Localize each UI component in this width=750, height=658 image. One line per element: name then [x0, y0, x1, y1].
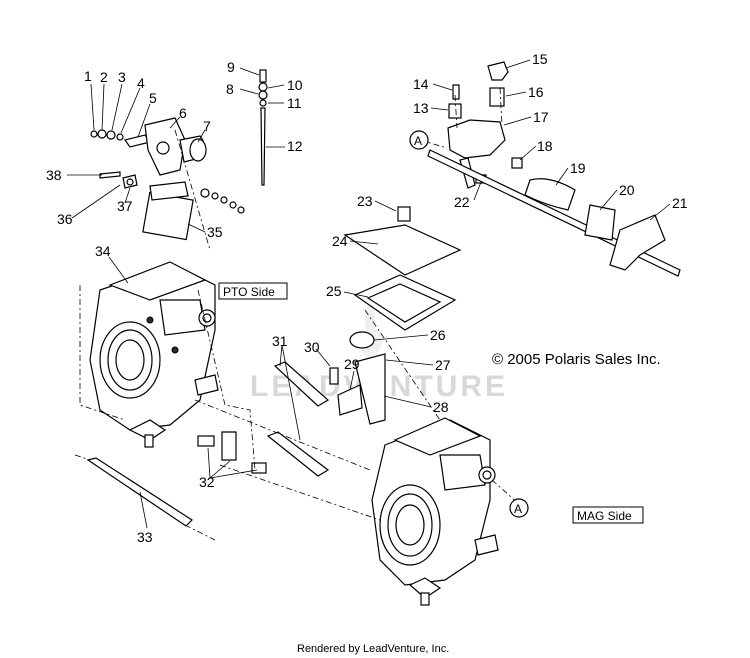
- fitting-tee: [197, 431, 267, 474]
- callout-3: 3: [118, 69, 126, 85]
- reference-marker-label: A: [414, 134, 422, 148]
- callout-35: 35: [207, 224, 223, 240]
- callout-38: 38: [46, 167, 62, 183]
- callout-30: 30: [304, 339, 320, 355]
- callout-28: 28: [433, 399, 449, 415]
- callout-24: 24: [332, 233, 348, 249]
- sync-rods: [266, 361, 330, 477]
- callout-6: 6: [179, 105, 187, 121]
- copyright-text: © 2005 Polaris Sales Inc.: [492, 351, 661, 368]
- callout-20: 20: [619, 182, 635, 198]
- callout-23: 23: [357, 193, 373, 209]
- callout-34: 34: [95, 243, 111, 259]
- callout-25: 25: [326, 283, 342, 299]
- callout-12: 12: [287, 138, 303, 154]
- callout-29: 29: [344, 356, 360, 372]
- reference-marker-label: A: [514, 502, 522, 516]
- callout-7: 7: [203, 118, 211, 134]
- callout-14: 14: [413, 76, 429, 92]
- callout-21: 21: [672, 195, 688, 211]
- callout-27: 27: [435, 357, 451, 373]
- pto-carburetor: [89, 261, 219, 448]
- callout-26: 26: [430, 327, 446, 343]
- callout-32: 32: [199, 474, 215, 490]
- svg-text:MAG Side: MAG Side: [577, 509, 632, 523]
- callout-33: 33: [137, 529, 153, 545]
- callout-11: 11: [287, 95, 302, 111]
- callout-15: 15: [532, 51, 548, 67]
- callout-37: 37: [117, 198, 133, 214]
- reference-marker-a-top: A: [409, 130, 429, 150]
- callout-31: 31: [272, 333, 288, 349]
- cover-assembly: [329, 206, 462, 425]
- reference-marker-a-bottom: A: [509, 498, 529, 518]
- callout-36: 36: [57, 211, 73, 227]
- callout-10: 10: [287, 77, 303, 93]
- leader-lines: [67, 59, 671, 529]
- callout-2: 2: [100, 69, 108, 85]
- callout-18: 18: [537, 138, 553, 154]
- callout-8: 8: [226, 81, 234, 97]
- throttle-shaft-assembly: [427, 61, 681, 277]
- callout-22: 22: [454, 194, 470, 210]
- callout-17: 17: [533, 109, 549, 125]
- pto-side-label: PTO Side: [218, 282, 288, 300]
- callout-13: 13: [413, 100, 429, 116]
- mag-carburetor: [371, 417, 499, 606]
- mag-side-label: MAG Side: [572, 506, 644, 524]
- callout-5: 5: [149, 90, 157, 106]
- needle-assembly: [258, 69, 268, 186]
- callout-16: 16: [528, 84, 544, 100]
- callout-19: 19: [570, 160, 586, 176]
- callout-4: 4: [137, 75, 145, 91]
- footer-credit: Rendered by LeadVenture, Inc.: [297, 643, 449, 655]
- callout-numbers: 1 2 3 4 5 6 7 8 9 10 11 12 13 14 15 16 1…: [46, 51, 688, 545]
- throttle-lever-assembly: [90, 117, 245, 241]
- callout-1: 1: [84, 68, 92, 84]
- svg-text:PTO Side: PTO Side: [223, 285, 275, 299]
- callout-9: 9: [227, 59, 235, 75]
